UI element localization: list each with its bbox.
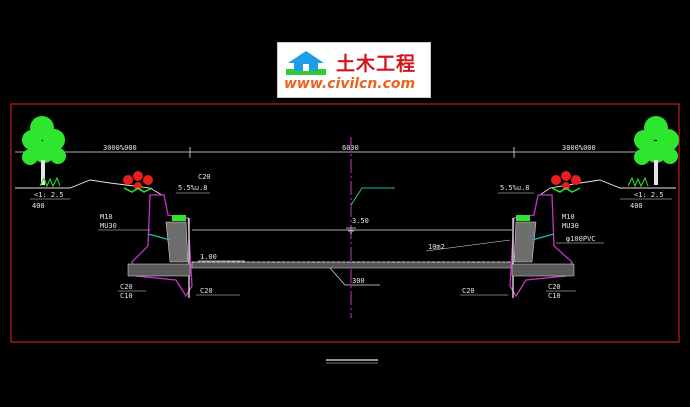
right-m10-label: M10 (562, 213, 575, 221)
water-level-symbol (346, 227, 356, 234)
water-level-label: 3.50 (352, 217, 369, 225)
left-grass (39, 176, 61, 188)
right-foundation (511, 263, 575, 277)
drawing-frame (10, 103, 680, 343)
right-pipe-label: 5.5%u.8 (500, 184, 530, 192)
flower-left-icon (123, 171, 153, 193)
left-c20-wall-label: C20 (200, 287, 213, 295)
left-c20-bottom-label: C20 (120, 283, 133, 291)
left-pipe-label: 5.5%u.8 (178, 184, 208, 192)
right-wall-fill (513, 221, 537, 263)
riverbed (191, 261, 513, 269)
left-m10-label: M10 (100, 213, 113, 221)
water-level-leader (350, 187, 395, 206)
right-width-leader (425, 239, 511, 252)
right-grass (627, 176, 649, 188)
left-height-label: 400 (32, 202, 45, 210)
left-c10-bottom-label: C10 (120, 292, 133, 300)
flower-right-icon (551, 171, 581, 193)
left-ground-line (15, 179, 163, 196)
right-drain-pipe (531, 233, 555, 241)
dim-right-green: 3000%000 (562, 144, 596, 152)
left-c20-top-label: C20 (198, 173, 211, 181)
dim-left-green: 3000%000 (103, 144, 137, 152)
right-slope-label: <1: 2.5 (634, 191, 664, 199)
left-wall-fill (165, 221, 189, 263)
logo-url: www.civilcn.com (284, 76, 416, 92)
left-drain-pipe (147, 233, 171, 241)
right-mu30-label: MU30 (562, 222, 579, 230)
right-pvc-label: φ100PVC (566, 235, 596, 243)
left-mu30-label: MU30 (100, 222, 117, 230)
right-width-label: 10m2 (428, 243, 445, 251)
tree-right-icon (634, 116, 679, 185)
left-retaining-wall (131, 194, 193, 298)
depth-label: 1.00 (200, 253, 217, 261)
right-c20-bottom-label: C20 (548, 283, 561, 291)
left-slope-label: <1: 2.5 (34, 191, 64, 199)
right-height-label: 400 (630, 202, 643, 210)
right-c20-wall-label: C20 (462, 287, 475, 295)
bottom-thickness-label: 300 (352, 277, 365, 285)
tree-left-icon (22, 116, 66, 185)
left-foundation (127, 263, 191, 277)
logo-title: 土木工程 (336, 53, 417, 75)
right-wall-cap (516, 215, 530, 221)
right-retaining-wall (509, 194, 573, 298)
right-ground-line (539, 179, 676, 196)
bottom-leader (329, 267, 346, 286)
dim-center-width: 6000 (342, 144, 359, 152)
left-wall-cap (172, 215, 186, 221)
civilcn-logo: 土木工程 www.civilcn.com (277, 42, 431, 98)
house-logo-icon (286, 51, 326, 75)
right-c10-bottom-label: C10 (548, 292, 561, 300)
